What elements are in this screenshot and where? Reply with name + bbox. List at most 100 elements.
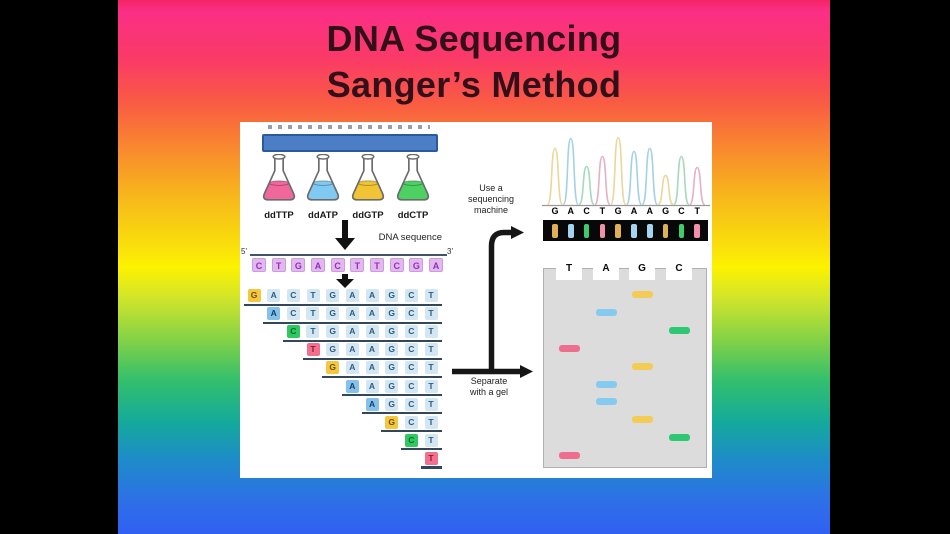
base-box: T — [424, 415, 438, 429]
base-box: A — [345, 361, 359, 375]
base-box: G — [385, 307, 399, 321]
readout-base: G — [551, 206, 559, 216]
base-box: C — [286, 307, 300, 321]
sequencer-step-label: Use a sequencing machine — [467, 183, 515, 215]
strip-band — [568, 223, 574, 238]
gel-band — [558, 452, 580, 459]
base-box: C — [404, 289, 418, 302]
terminator-base-box: G — [326, 361, 340, 375]
readout-base: A — [630, 206, 638, 216]
readout-base: A — [646, 206, 654, 216]
fragment-underline — [420, 466, 442, 469]
diagram-panel: ddTTP ddATP ddGTP ddCTP DNA sequence 5' — [240, 122, 712, 478]
base-box: T — [424, 433, 438, 447]
readout-base: T — [599, 206, 606, 216]
base-box: C — [404, 397, 418, 411]
gel-well — [666, 268, 692, 280]
title-line-2: Sanger’s Method — [326, 64, 622, 105]
gel-band — [631, 362, 653, 370]
fragment-underline — [400, 448, 442, 451]
base-box: G — [326, 325, 340, 339]
strip-band — [631, 223, 637, 238]
base-box: G — [385, 397, 399, 411]
fragment-underline — [263, 321, 442, 324]
down-arrow-icon — [336, 274, 354, 288]
dna-base-box: C — [389, 258, 404, 272]
slide-title: DNA Sequencing Sanger’s Method — [118, 16, 830, 108]
base-box: T — [424, 379, 438, 393]
terminator-base-box: A — [267, 307, 281, 321]
base-box: T — [424, 343, 438, 357]
readout-base: A — [567, 206, 575, 216]
base-box: A — [345, 325, 359, 339]
base-box: T — [424, 289, 438, 302]
base-box: A — [365, 361, 379, 375]
strip-band — [662, 223, 669, 238]
base-box: G — [385, 361, 399, 375]
base-box: A — [365, 307, 379, 321]
gel-step-label: Separate with a gel — [469, 376, 509, 397]
dna-base-box: G — [291, 258, 306, 272]
flask-ddCTP: ddCTP — [391, 153, 435, 221]
terminator-base-box: G — [247, 289, 261, 302]
dna-base-box: C — [252, 258, 266, 272]
flask-row: ddTTP ddATP ddGTP ddCTP — [240, 122, 712, 222]
five-prime-label: 5' — [241, 247, 247, 256]
flask-label: ddTTP — [264, 210, 294, 221]
gel-band — [558, 344, 580, 352]
gel-band — [668, 326, 690, 334]
base-box: G — [385, 289, 399, 302]
dna-base-box: C — [330, 258, 345, 272]
chromatogram-trace — [542, 136, 710, 207]
flask-icon — [306, 153, 340, 201]
letterbox-left — [0, 0, 118, 534]
terminator-base-box: A — [365, 397, 379, 411]
base-box: G — [385, 379, 399, 393]
flask-label: ddATP — [308, 210, 338, 221]
gel-well — [556, 268, 582, 280]
flask-ddATP: ddATP — [301, 153, 345, 221]
base-box: A — [345, 289, 359, 302]
base-box: T — [306, 325, 320, 339]
gel-lane-label: G — [638, 263, 646, 274]
gel-band — [595, 398, 617, 405]
base-box: C — [286, 289, 300, 302]
base-box: C — [404, 379, 418, 393]
terminator-base-box: A — [345, 379, 359, 393]
reagents-banner — [262, 134, 438, 152]
dna-base-box: A — [311, 258, 325, 272]
band-strip — [543, 220, 708, 241]
slide-background: DNA Sequencing Sanger’s Method ddTTP ddA… — [118, 0, 830, 534]
fragment-underline — [243, 303, 442, 306]
base-box: C — [404, 307, 418, 321]
title-line-1: DNA Sequencing — [326, 18, 622, 59]
readout-base: C — [678, 206, 685, 216]
gel-lane-label: C — [675, 263, 683, 274]
gel-band — [595, 380, 617, 388]
gel-lane-label: A — [602, 263, 610, 274]
strip-band — [615, 223, 621, 238]
strip-band — [678, 223, 685, 238]
strip-band — [647, 223, 653, 238]
gel-lane-label: T — [565, 263, 573, 274]
base-box: A — [345, 343, 359, 357]
base-box: C — [404, 343, 418, 357]
base-box: T — [424, 325, 438, 339]
base-box: T — [424, 361, 438, 375]
terminator-base-box: T — [424, 451, 438, 465]
base-box: A — [365, 325, 379, 339]
strip-band — [599, 223, 606, 238]
base-box: G — [326, 307, 340, 321]
fragment-underline — [381, 430, 442, 433]
base-box: C — [404, 361, 418, 375]
base-box: G — [326, 343, 340, 357]
base-box: T — [424, 307, 438, 321]
base-box: T — [306, 289, 320, 302]
base-box: A — [345, 307, 359, 321]
base-box: A — [365, 343, 379, 357]
terminator-base-box: C — [286, 325, 300, 339]
dna-base-box: T — [271, 258, 286, 272]
flask-icon — [351, 153, 385, 201]
readout-base: G — [662, 206, 670, 216]
base-box: G — [326, 289, 340, 302]
